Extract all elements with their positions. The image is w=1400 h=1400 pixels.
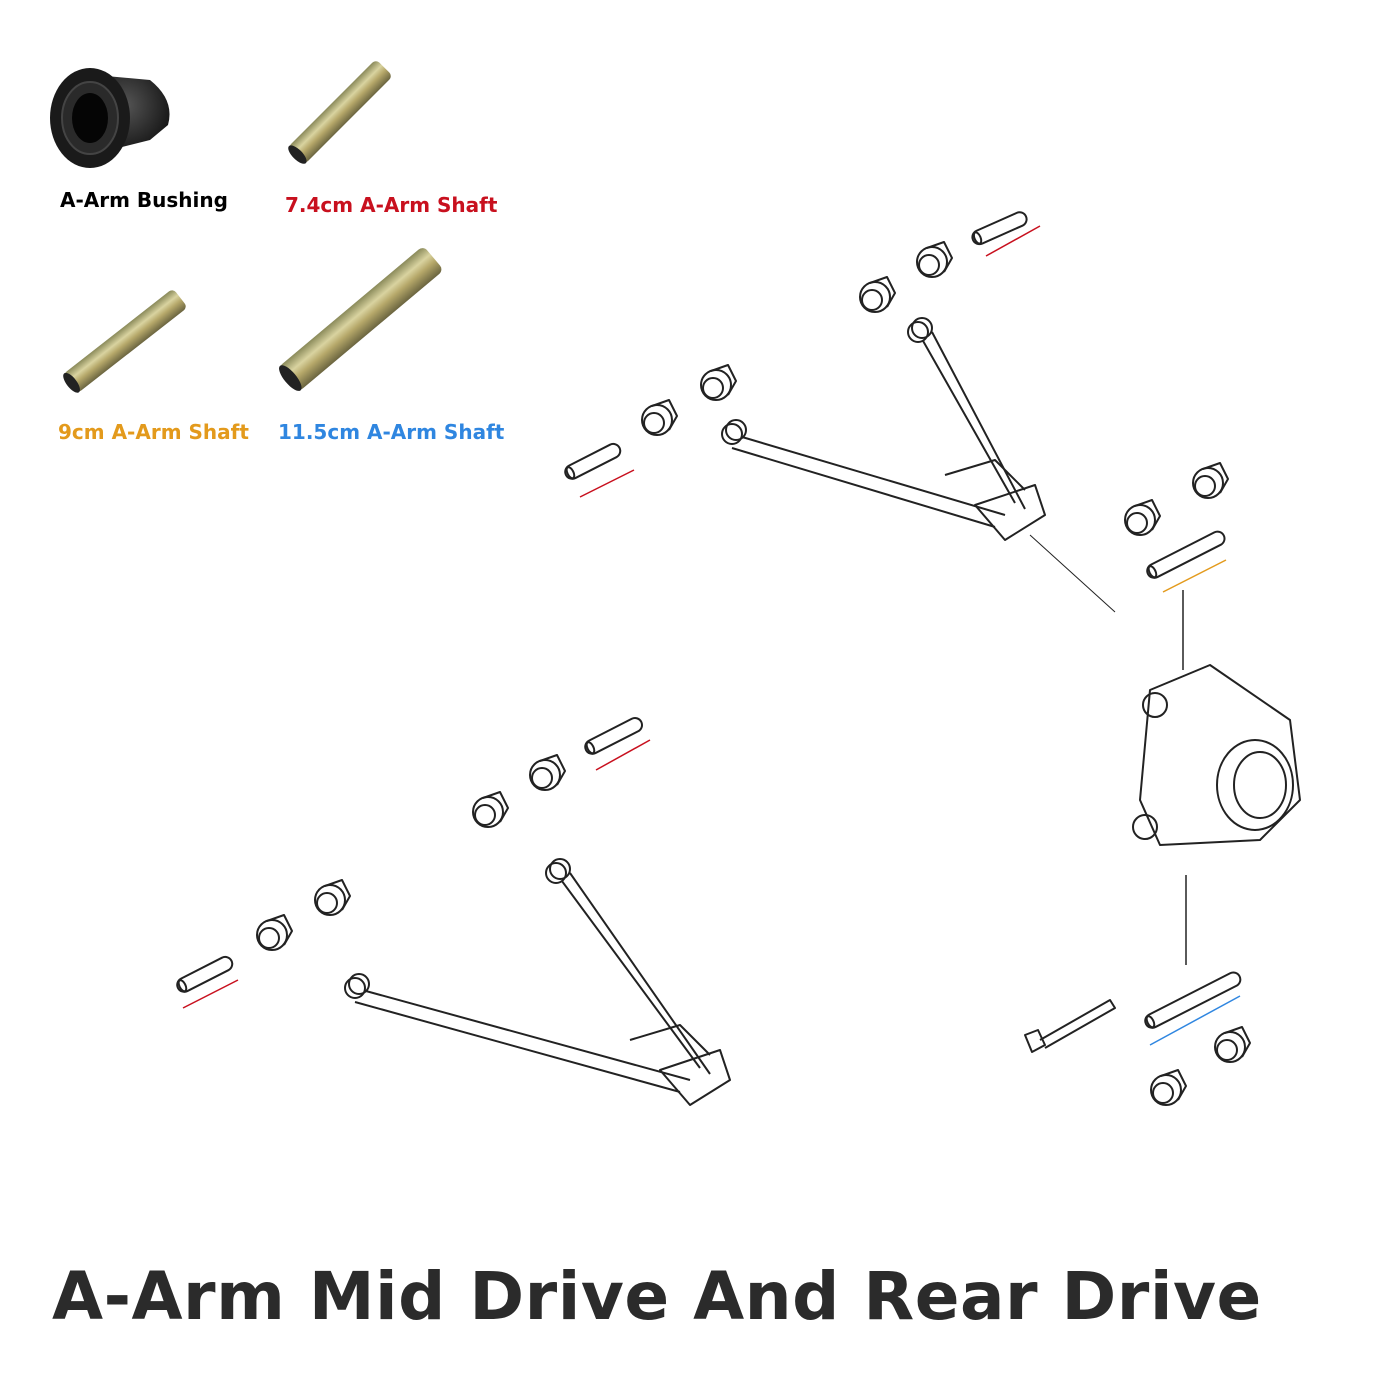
bushing-upper-rear-1-sleeve: [869, 276, 896, 308]
bushing-upper-front-1-bore: [643, 412, 665, 434]
underline-upper-rear-red: [985, 225, 1041, 257]
underline-upper-front-red: [579, 469, 635, 498]
legend-a-arm-bushing: A-Arm Bushing: [60, 188, 228, 212]
bolt: [1024, 999, 1116, 1053]
bushing-upper-rear-2-sleeve: [926, 241, 953, 273]
underline-knuckle-lower-blue: [1149, 995, 1241, 1046]
upper-a-arm-front-eye: [721, 423, 743, 445]
bushing-photo: [50, 68, 170, 168]
bushing-lower-front-1-sleeve: [266, 914, 293, 946]
lower-a-arm-front-eye-2: [348, 973, 370, 995]
lower-a-arm-bracket: [629, 1024, 731, 1106]
bushing-lower-rear-1-bore: [474, 804, 496, 826]
upper-a-arm-bracket: [944, 459, 1046, 541]
bushing-upper-rear-1-bore: [861, 289, 883, 311]
pin-knuckle-lower: [1144, 971, 1242, 1029]
knuckle-lower-eye: [1132, 814, 1158, 840]
legend-9cm-shaft: 9cm A-Arm Shaft: [58, 420, 249, 444]
bushing-upper-rear-2-bore: [918, 254, 940, 276]
bushing-lower-rear-1-sleeve: [482, 791, 509, 823]
knuckle-upper-eye: [1142, 692, 1168, 718]
lower-a-arm-front-eye: [344, 977, 366, 999]
bushing-knuckle-lower-2-sleeve: [1160, 1069, 1187, 1101]
lower-a-arm-rear-eye: [545, 862, 567, 884]
bushing-knuckle-upper-2-bore: [1194, 475, 1216, 497]
pin-lower-rear: [584, 717, 644, 755]
bushing-upper-front-2-bore: [702, 377, 724, 399]
lower-a-arm-rear-eye-2: [549, 858, 571, 880]
knuckle-hub-bore: [1233, 751, 1287, 819]
bushing-lower-rear-2-sleeve: [539, 754, 566, 786]
bushing-knuckle-lower-1-sleeve: [1224, 1026, 1251, 1058]
bushing-lower-front-1-bore: [258, 927, 280, 949]
bushing-knuckle-lower-2-bore: [1152, 1082, 1174, 1104]
shaft-photo-7-4cm: [288, 61, 391, 164]
bushing-lower-rear-2-bore: [531, 767, 553, 789]
pin-lower-front: [176, 955, 234, 993]
upper-a-arm-tubes: [731, 331, 1026, 528]
legend-11-5cm-shaft: 11.5cm A-Arm Shaft: [278, 420, 505, 444]
bushing-knuckle-upper-2-sleeve: [1202, 462, 1229, 494]
leader-line-upper: [1029, 534, 1116, 613]
legend-7-4cm-shaft: 7.4cm A-Arm Shaft: [285, 193, 498, 217]
underline-lower-front-red: [182, 979, 239, 1009]
bushing-knuckle-upper-1-sleeve: [1134, 499, 1161, 531]
underline-lower-rear-red: [595, 739, 651, 771]
upper-a-arm-rear-eye: [907, 321, 929, 343]
bushing-lower-front-2-bore: [316, 892, 338, 914]
upper-a-arm-rear-eye-2: [911, 317, 933, 339]
page-title: A-Arm Mid Drive And Rear Drive: [52, 1258, 1262, 1335]
pin-upper-rear: [971, 211, 1028, 246]
lower-a-arm-tubes: [354, 872, 711, 1093]
upper-a-arm-front-eye-2: [725, 419, 747, 441]
underline-knuckle-upper-orange: [1162, 559, 1227, 593]
bushing-knuckle-upper-1-bore: [1126, 512, 1148, 534]
shaft-photo-9cm: [63, 290, 186, 393]
knuckle-hub: [1216, 739, 1294, 831]
shaft-photo-11-5cm: [279, 248, 442, 391]
knuckle-body: [1139, 664, 1301, 846]
pin-knuckle-upper: [1146, 530, 1226, 579]
pin-upper-front: [564, 442, 622, 480]
bushing-upper-front-1-sleeve: [651, 399, 678, 431]
bushing-knuckle-lower-1-bore: [1216, 1039, 1238, 1061]
bushing-lower-front-2-sleeve: [324, 879, 351, 911]
bushing-upper-front-2-sleeve: [710, 364, 737, 396]
